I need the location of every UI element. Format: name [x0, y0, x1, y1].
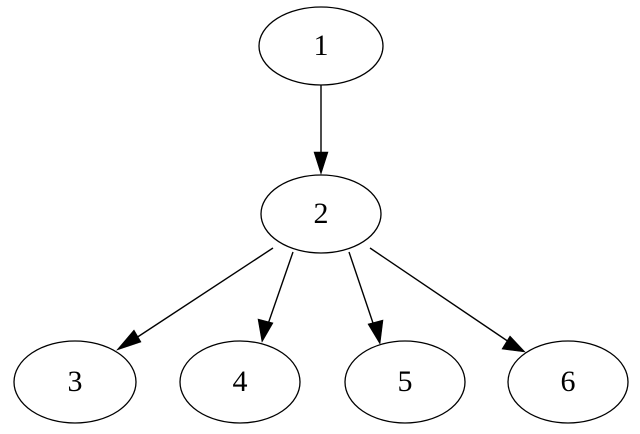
edge-line-2-5 — [348, 251, 376, 330]
edge-line-2-4 — [266, 251, 294, 328]
node-6[interactable]: 6 — [507, 340, 629, 424]
edge-2-to-3[interactable] — [116, 247, 274, 351]
node-2[interactable]: 2 — [260, 174, 382, 254]
node-4-shape — [179, 340, 301, 424]
arrowhead-icon-1-2 — [313, 151, 329, 175]
node-3[interactable]: 3 — [13, 340, 137, 424]
node-6-shape — [507, 340, 629, 424]
edge-line-2-3 — [132, 247, 274, 341]
node-1[interactable]: 1 — [258, 6, 384, 86]
node-5-shape — [344, 340, 466, 424]
node-4[interactable]: 4 — [179, 340, 301, 424]
edge-2-to-6[interactable] — [369, 247, 526, 353]
edge-2-to-4[interactable] — [257, 251, 294, 343]
arrowhead-icon-2-5 — [367, 319, 384, 345]
edge-1-to-2[interactable] — [313, 85, 329, 175]
arrowhead-icon-2-6 — [501, 335, 526, 353]
node-1-shape — [258, 6, 384, 86]
node-5[interactable]: 5 — [344, 340, 466, 424]
edge-line-2-6 — [369, 247, 510, 343]
edge-2-to-5[interactable] — [348, 251, 384, 345]
arrowhead-icon-2-4 — [257, 318, 274, 343]
node-3-shape — [13, 340, 137, 424]
arrowhead-icon-2-3 — [116, 329, 142, 351]
node-2-shape — [260, 174, 382, 254]
